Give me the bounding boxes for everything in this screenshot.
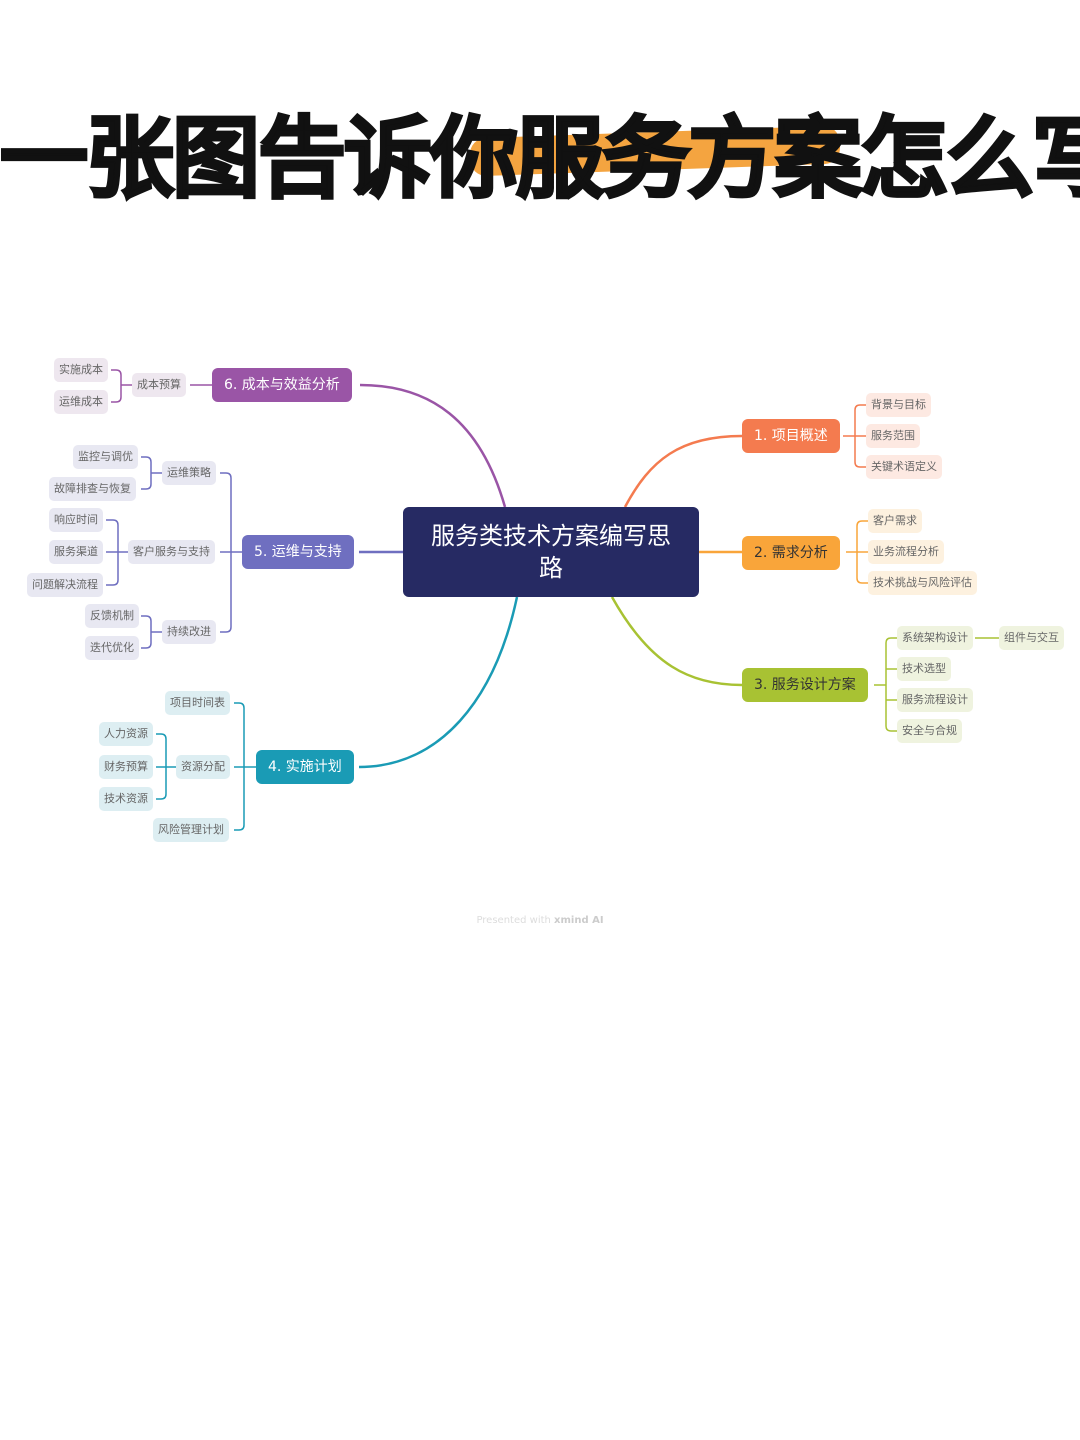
connector [623,434,743,508]
connector [141,615,152,649]
subtopic[interactable]: 项目时间表 [165,691,230,715]
subtopic-leaf[interactable]: 运维成本 [54,390,108,414]
subtopic[interactable]: 持续改进 [162,620,216,644]
subtopic-leaf[interactable]: 反馈机制 [85,604,139,628]
topic-2[interactable]: 2. 需求分析 [742,536,840,570]
footer-brand: xmind AI [554,915,604,926]
subtopic[interactable]: 技术挑战与风险评估 [868,571,977,595]
subtopic[interactable]: 关键术语定义 [866,455,942,479]
subtopic[interactable]: 系统架构设计 [897,626,973,650]
footer-watermark: Presented with xmind AI [0,915,1080,926]
connector [358,596,519,769]
page-title: 一张图告诉你服务方案怎么写 [0,106,1080,212]
subtopic[interactable]: 资源分配 [176,755,230,779]
subtopic[interactable]: 运维策略 [162,461,216,485]
subtopic[interactable]: 服务流程设计 [897,688,973,712]
subtopic[interactable]: 服务范围 [866,424,920,448]
topic-5[interactable]: 5. 运维与支持 [242,535,354,569]
subtopic[interactable]: 成本预算 [132,373,186,397]
footer-prefix: Presented with [476,915,555,926]
topic-6[interactable]: 6. 成本与效益分析 [212,368,352,402]
topic-4[interactable]: 4. 实施计划 [256,750,354,784]
subtopic-leaf[interactable]: 服务渠道 [49,540,103,564]
subtopic[interactable]: 技术选型 [897,657,951,681]
connector [359,383,507,508]
subtopic[interactable]: 客户需求 [868,509,922,533]
subtopic[interactable]: 安全与合规 [897,719,962,743]
subtopic-leaf[interactable]: 问题解决流程 [27,573,103,597]
subtopic[interactable]: 客户服务与支持 [128,540,215,564]
subtopic-leaf[interactable]: 组件与交互 [999,626,1064,650]
connector [141,456,152,490]
subtopic-leaf[interactable]: 故障排查与恢复 [49,477,136,501]
subtopic-leaf[interactable]: 人力资源 [99,722,153,746]
central-topic[interactable]: 服务类技术方案编写思路 [403,507,699,597]
subtopic-leaf[interactable]: 迭代优化 [85,636,139,660]
subtopic[interactable]: 风险管理计划 [153,818,229,842]
connector [610,596,743,687]
subtopic-leaf[interactable]: 财务预算 [99,755,153,779]
topic-1[interactable]: 1. 项目概述 [742,419,840,453]
subtopic-leaf[interactable]: 响应时间 [49,508,103,532]
connector [111,369,122,403]
subtopic-leaf[interactable]: 技术资源 [99,787,153,811]
subtopic[interactable]: 业务流程分析 [868,540,944,564]
subtopic-leaf[interactable]: 实施成本 [54,358,108,382]
topic-3[interactable]: 3. 服务设计方案 [742,668,868,702]
subtopic[interactable]: 背景与目标 [866,393,931,417]
connector [885,637,897,732]
subtopic-leaf[interactable]: 监控与调优 [73,445,138,469]
